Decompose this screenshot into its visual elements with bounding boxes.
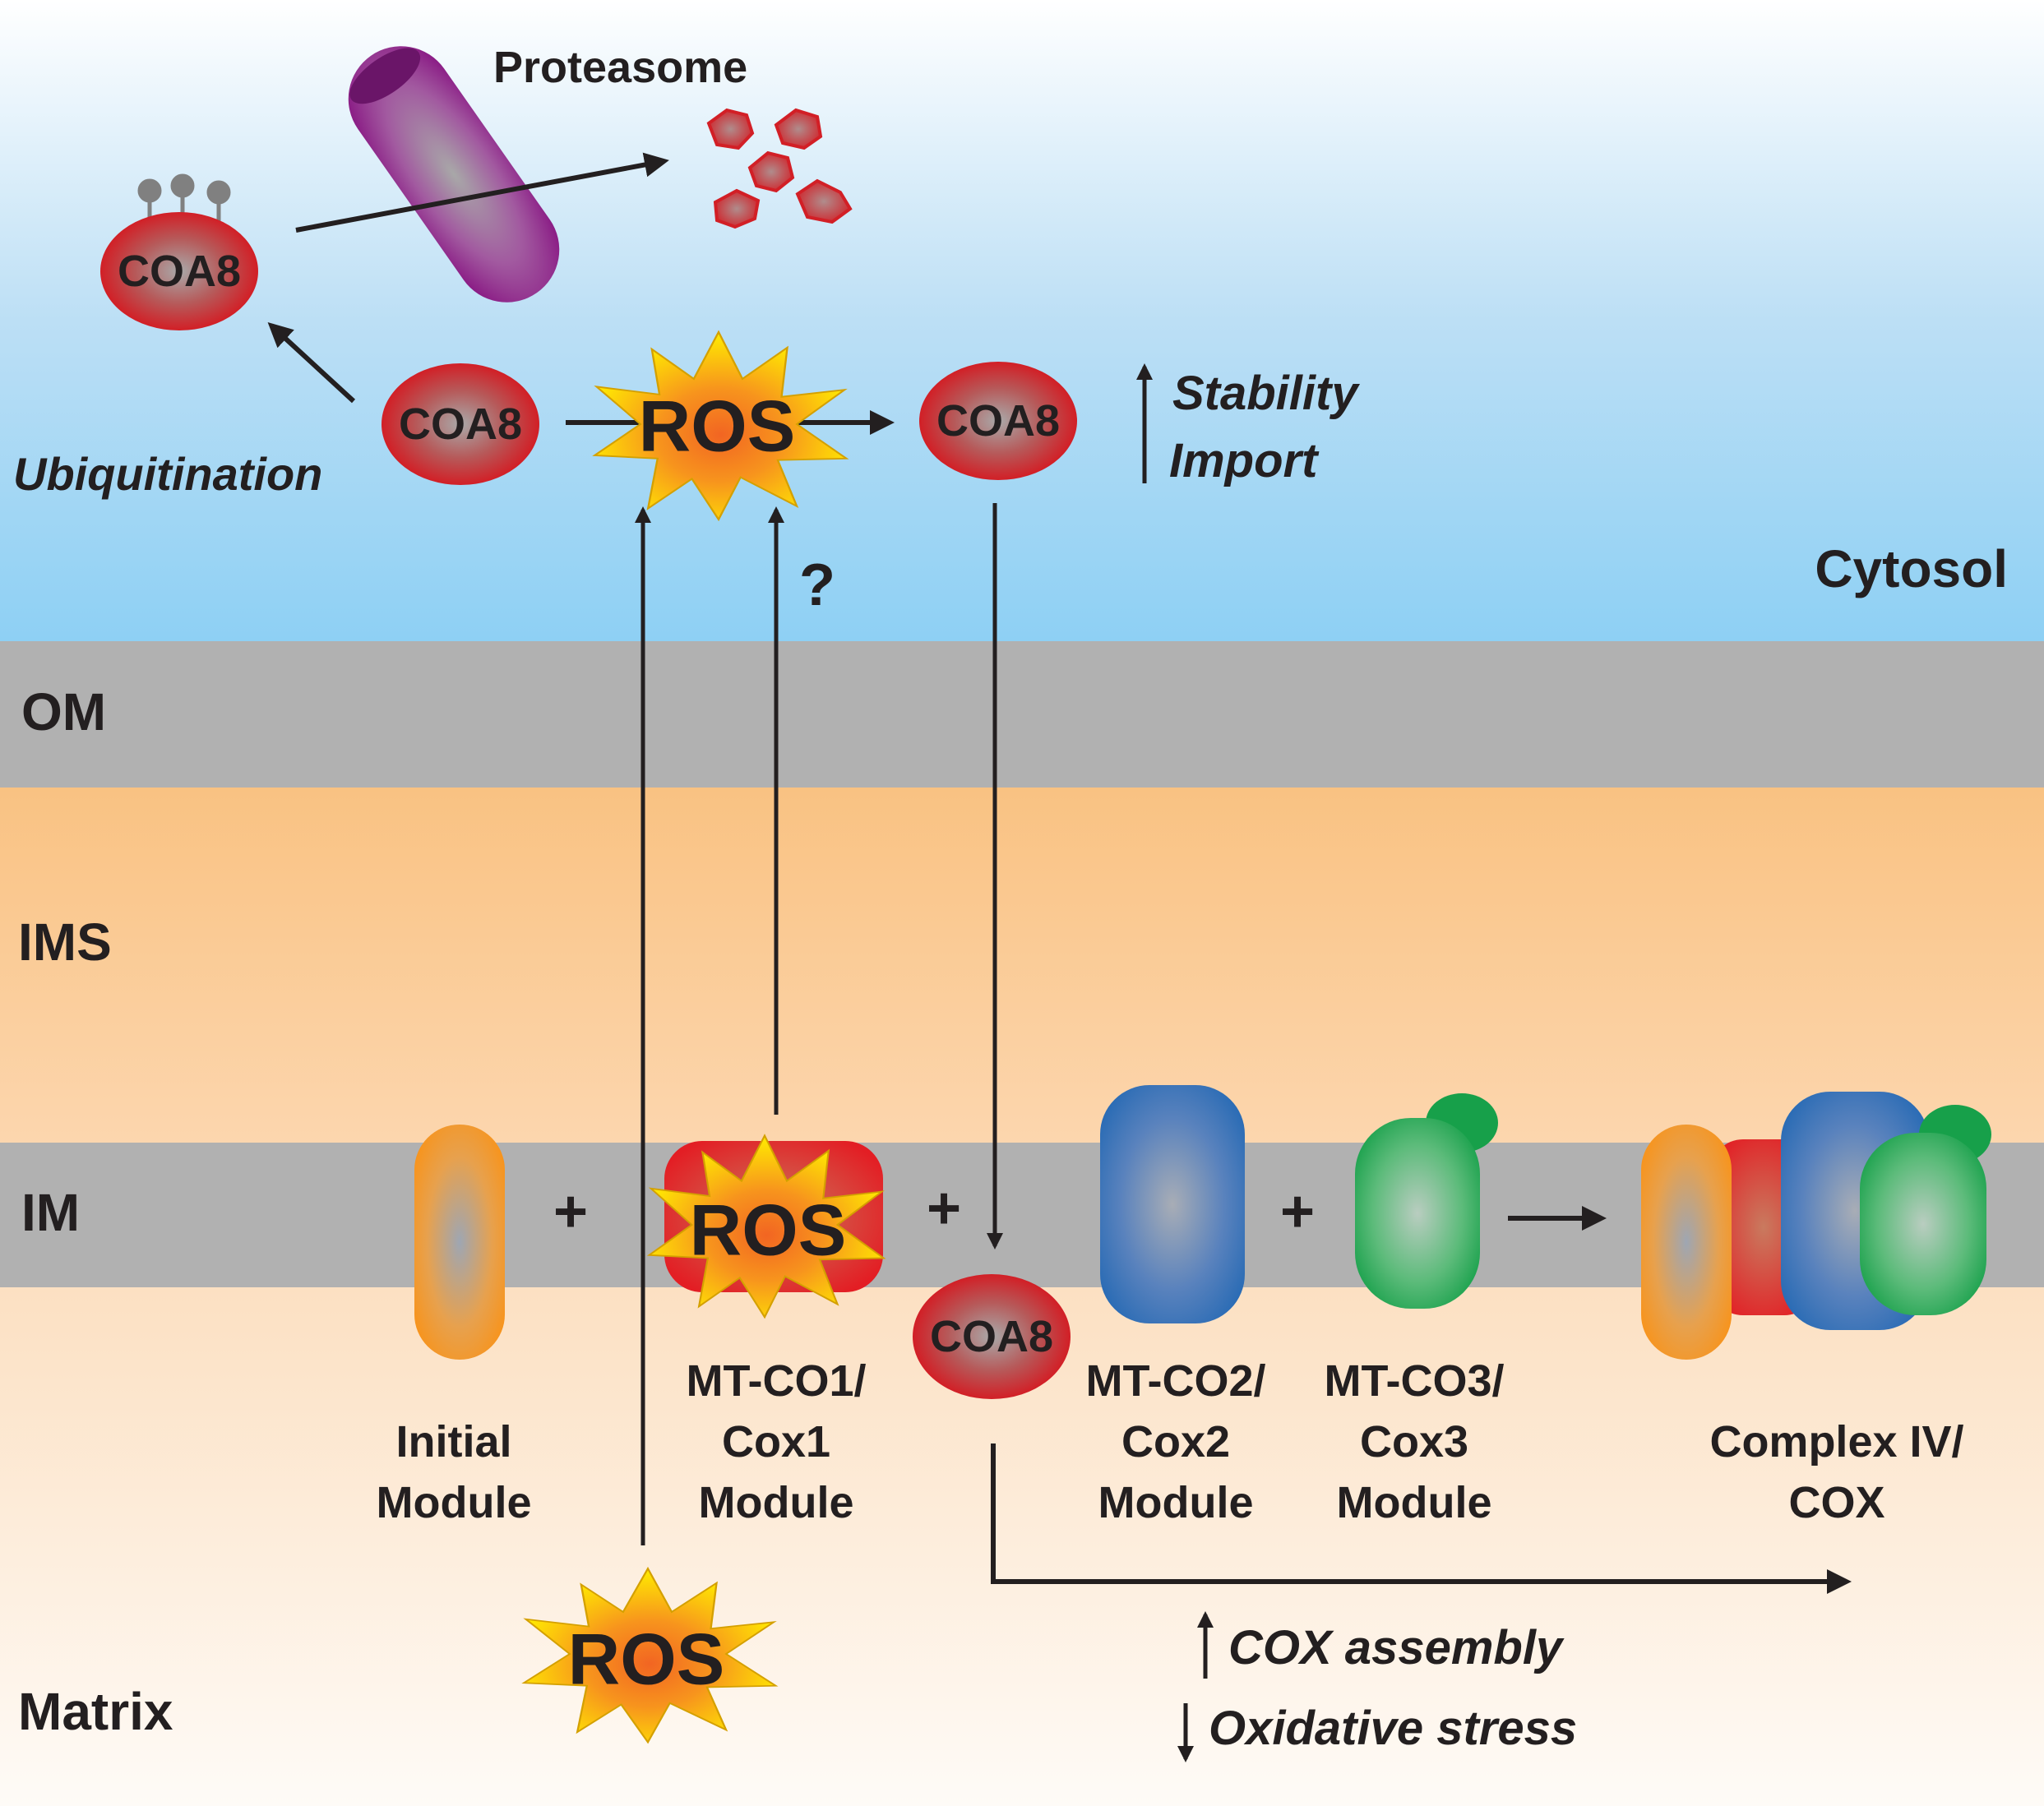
svg-text:Complex IV/: Complex IV/ xyxy=(1709,1417,1963,1467)
svg-text:Module: Module xyxy=(1337,1478,1492,1527)
coa8-cytosol-right-label: COA8 xyxy=(936,396,1060,446)
ims-label: IMS xyxy=(18,912,112,972)
plus-sign-2: + xyxy=(927,1176,961,1241)
cox1-module-label: MT-CO1/ Cox1 Module xyxy=(686,1356,866,1527)
coa8-cytosol-right: COA8 xyxy=(919,362,1077,480)
svg-text:MT-CO3/: MT-CO3/ xyxy=(1324,1356,1504,1406)
arrow-coa8-to-cox-assembly xyxy=(991,1443,1852,1594)
arrow-to-proteasome xyxy=(295,152,669,233)
ros-cox1-label: ROS xyxy=(690,1189,847,1271)
coa8-cytosol-left-label: COA8 xyxy=(399,400,522,449)
svg-text:Cox1: Cox1 xyxy=(722,1417,830,1467)
svg-text:MT-CO2/: MT-CO2/ xyxy=(1085,1356,1265,1406)
cox2-module-label: MT-CO2/ Cox2 Module xyxy=(1085,1356,1265,1527)
im-label: IM xyxy=(21,1183,80,1242)
cox-assembly-label: COX assembly xyxy=(1228,1621,1565,1674)
stability-label: Stability xyxy=(1172,367,1360,420)
complex-iv-label: Complex IV/ COX xyxy=(1709,1417,1963,1527)
svg-text:COX: COX xyxy=(1788,1478,1884,1527)
coa8-cytosol-left: COA8 xyxy=(382,363,539,485)
cox2-module-shape xyxy=(1100,1085,1245,1323)
svg-text:Cox3: Cox3 xyxy=(1360,1417,1468,1467)
cytosol-label: Cytosol xyxy=(1815,539,2008,598)
svg-text:Initial: Initial xyxy=(395,1417,511,1467)
plus-sign-3: + xyxy=(1280,1179,1315,1245)
svg-text:Cox2: Cox2 xyxy=(1121,1417,1230,1467)
matrix-label: Matrix xyxy=(18,1682,173,1741)
arrow-to-ubiquitination xyxy=(267,321,356,404)
initial-module-shape xyxy=(414,1125,505,1360)
plus-sign-1: + xyxy=(553,1179,588,1245)
coa8-ubiquitinated: COA8 xyxy=(100,212,258,330)
proteasome-label: Proteasome xyxy=(493,43,747,92)
ros-matrix-label: ROS xyxy=(568,1619,725,1700)
cytosol-region xyxy=(0,0,2044,641)
complex-iv-shape xyxy=(1641,1092,1991,1360)
ros-cytosol-label: ROS xyxy=(639,386,796,467)
ubiquitination-label: Ubiquitination xyxy=(13,448,322,500)
svg-text:Module: Module xyxy=(699,1478,854,1527)
cox3-module-shape xyxy=(1355,1093,1498,1309)
outer-membrane-band xyxy=(0,641,2044,788)
svg-text:Module: Module xyxy=(1098,1478,1254,1527)
question-mark: ? xyxy=(799,552,835,618)
import-label: Import xyxy=(1169,434,1320,487)
om-label: OM xyxy=(21,682,106,741)
cox3-module-label: MT-CO3/ Cox3 Module xyxy=(1324,1356,1504,1527)
oxidative-stress-label: Oxidative stress xyxy=(1209,1702,1577,1755)
coa8-ubiquitinated-label: COA8 xyxy=(118,247,241,296)
coa8-inner-membrane-label: COA8 xyxy=(930,1312,1053,1361)
svg-text:Module: Module xyxy=(377,1478,532,1527)
degraded-fragments xyxy=(706,108,853,229)
initial-module-label: Initial Module xyxy=(377,1417,532,1527)
proteasome-cylinder xyxy=(348,46,560,303)
coa8-inner-membrane: COA8 xyxy=(913,1274,1071,1399)
svg-text:MT-CO1/: MT-CO1/ xyxy=(686,1356,866,1406)
intermembrane-space-region xyxy=(0,788,2044,1143)
